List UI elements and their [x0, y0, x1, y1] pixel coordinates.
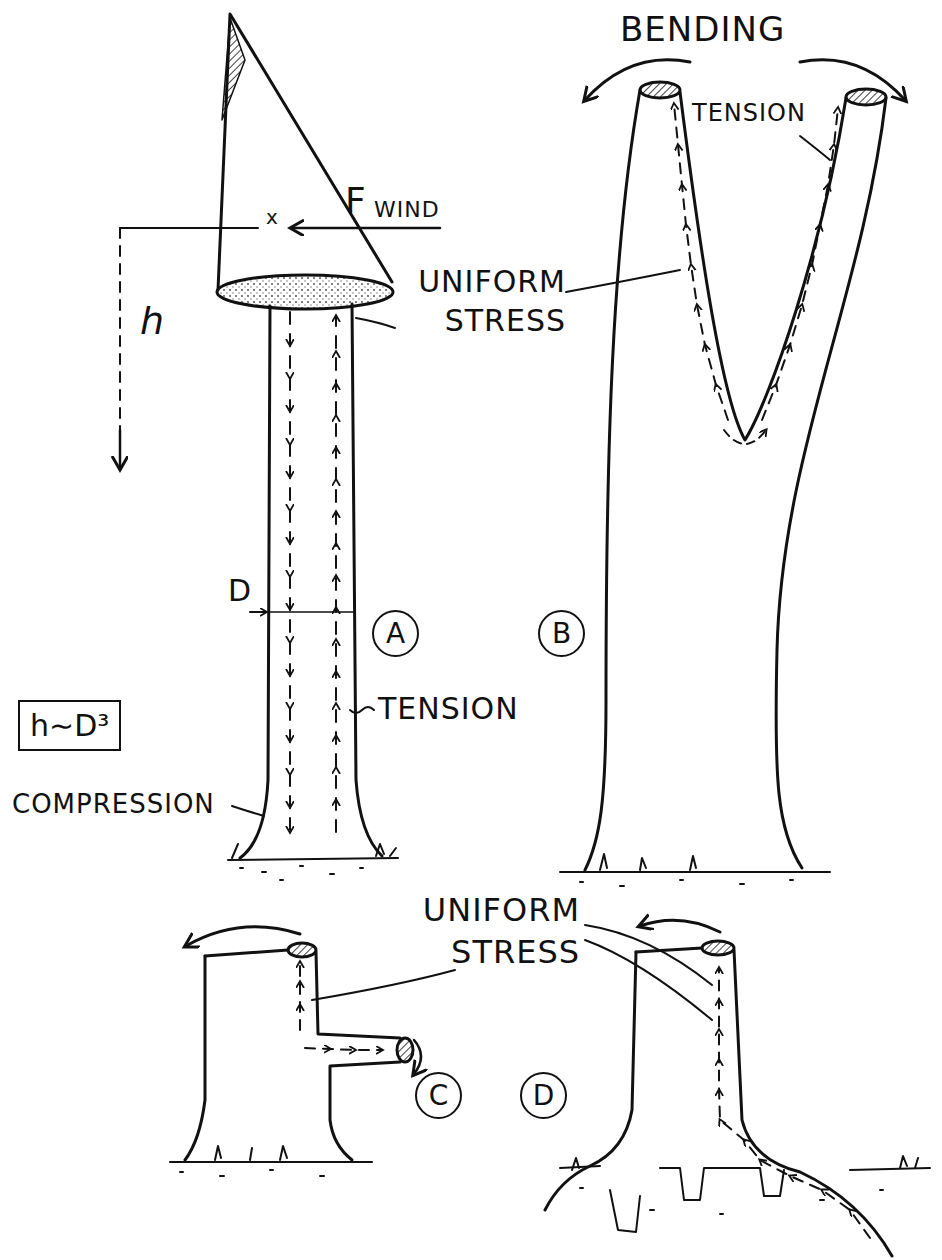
text-label: D: [228, 574, 252, 609]
callout-letter: A: [386, 617, 405, 650]
text-label: WIND: [374, 197, 440, 222]
text-label: UNIFORM STRESS: [398, 890, 580, 973]
text-label: F: [345, 180, 367, 221]
callout-letter: C: [429, 1079, 449, 1112]
formula-box: h∼D³: [18, 700, 121, 751]
callout-circle: D: [520, 1072, 567, 1119]
callout-circle: B: [538, 610, 585, 657]
formula-text: h∼D³: [30, 708, 109, 743]
callout-letter: D: [533, 1079, 555, 1112]
text-label: h: [140, 300, 165, 344]
text-label: BENDING: [620, 10, 785, 49]
text-label: TENSION: [692, 100, 806, 128]
text-label: COMPRESSION: [12, 790, 215, 820]
text-label: TENSION: [378, 692, 519, 727]
callout-letter: B: [552, 617, 571, 650]
text-label: UNIFORM STRESS: [398, 262, 566, 340]
text-label: x: [266, 206, 279, 229]
callout-circle: C: [415, 1072, 462, 1119]
callout-circle: A: [372, 610, 419, 657]
